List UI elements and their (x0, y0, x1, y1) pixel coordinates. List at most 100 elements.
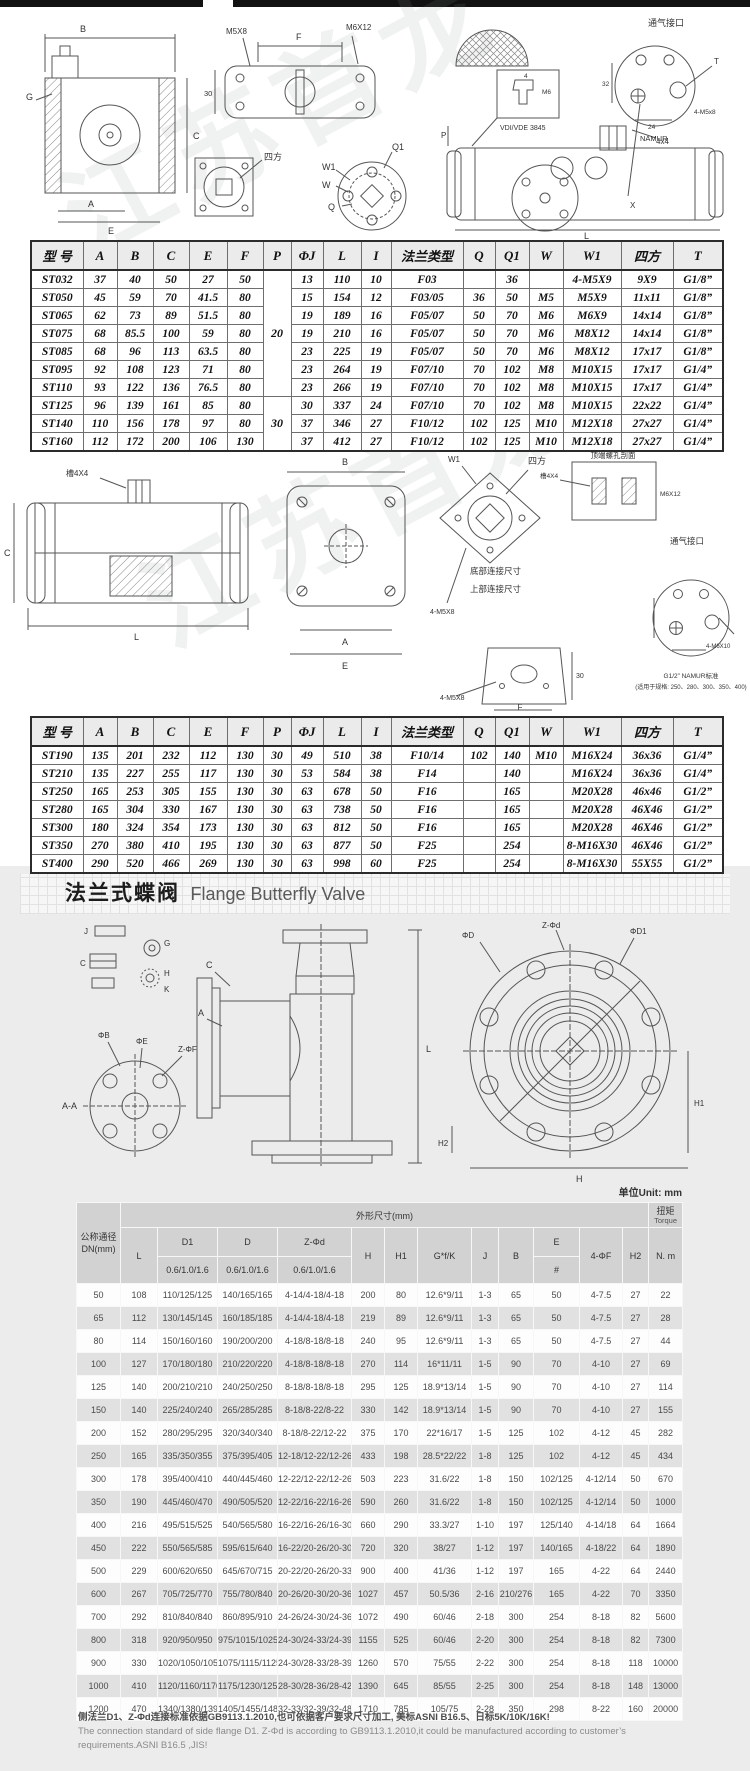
table-cell: 89 (152, 306, 190, 325)
table-cell: 200/210/210 (157, 1375, 218, 1399)
table-cell: 600/620/650 (157, 1559, 218, 1583)
table-cell: 27 (360, 414, 392, 433)
table-cell: 96 (116, 342, 154, 361)
table-cell: ST065 (30, 306, 84, 325)
table-cell: M16X24 (562, 764, 622, 783)
table-cell: 22 (648, 1283, 684, 1307)
table-cell: 350 (498, 1697, 534, 1721)
table-cell: 320/340/340 (217, 1421, 278, 1445)
table-cell: 1020/1050/1050 (157, 1651, 218, 1675)
table-cell: 222 (120, 1536, 158, 1560)
table-cell: F07/10 (390, 360, 464, 379)
table-cell: 4-14/18 (579, 1513, 623, 1537)
table-cell: 200 (152, 432, 190, 452)
table-cell: 4-18/8-18/8-18 (277, 1352, 352, 1376)
table-cell: 232 (152, 745, 190, 765)
table-cell: 180 (82, 818, 118, 837)
header-cell: W1 (562, 716, 622, 747)
table-cell: 130 (226, 854, 264, 874)
table-cell: 100 (152, 324, 190, 343)
table-cell: 114 (384, 1352, 418, 1376)
table-cell: 860/895/910 (217, 1605, 278, 1629)
table-cell: 16*11/11 (417, 1352, 472, 1376)
table-cell: 8-22 (579, 1697, 623, 1721)
table-cell: 254 (533, 1651, 580, 1675)
table-cell: F16 (390, 818, 464, 837)
table-cell: 1075/1115/1125 (217, 1651, 278, 1675)
table-cell: 229 (120, 1559, 158, 1583)
label-phi-e: ΦE (136, 1037, 148, 1046)
table-cell: 550/565/585 (157, 1536, 218, 1560)
label-vdi-vde: VDI/VDE 3845 (500, 125, 546, 132)
table-cell: 50 (533, 1283, 580, 1307)
table-cell: 38 (360, 764, 392, 783)
table-cell: 700 (76, 1605, 121, 1629)
table-cell: 110/125/125 (157, 1283, 218, 1307)
table-cell: M12X18 (562, 432, 622, 452)
table-cell: 10 (360, 269, 392, 289)
table-cell: 80 (384, 1283, 418, 1307)
table-cell (528, 818, 564, 837)
dim-label-30: 30 (576, 673, 584, 680)
table-cell: 645 (384, 1674, 418, 1698)
table-cell: 4-14/4-18/4-18 (277, 1283, 352, 1307)
table-cell: 112 (82, 432, 118, 452)
table-cell: 70 (533, 1352, 580, 1376)
table-cell (528, 800, 564, 819)
table-cell: 165 (494, 782, 530, 801)
table-cell: G1/2” (672, 836, 724, 855)
dim-label-e: E (108, 226, 114, 236)
table-cell: 900 (351, 1559, 385, 1583)
side-view-drawing (446, 29, 724, 232)
table-cell: 20000 (648, 1697, 684, 1721)
table-cell: 150/160/160 (157, 1329, 218, 1353)
table-cell: 645/670/715 (217, 1559, 278, 1583)
table-cell: 92 (82, 360, 118, 379)
unit-note: 单位Unit: mm (618, 1188, 682, 1199)
table-cell: 173 (188, 818, 228, 837)
table-cell: 65 (76, 1306, 121, 1330)
part-label-j: J (84, 927, 88, 936)
header-cell: W1 (562, 240, 622, 271)
table-cell: 154 (322, 288, 362, 307)
table-cell: 1-8 (471, 1467, 499, 1491)
table-cell: G1/8” (672, 269, 724, 289)
table-cell: 122 (116, 378, 154, 397)
table-cell: F10/12 (390, 432, 464, 452)
header-cell: Q1 (494, 716, 530, 747)
table-cell: 96 (82, 396, 118, 415)
dim-label-g: G (26, 92, 33, 102)
table-cell: 63 (290, 818, 324, 837)
table-cell: 12-22/12-22/12-26 (277, 1467, 352, 1491)
table-cell: 254 (494, 854, 530, 874)
table-cell: 31.6/22 (417, 1467, 472, 1491)
table-cell: 60/46 (417, 1628, 472, 1652)
table-cell: 30 (262, 800, 292, 819)
table-cell: 800 (76, 1628, 121, 1652)
header-cell: ΦJ (290, 716, 324, 747)
table-cell: 170/180/180 (157, 1352, 218, 1376)
table-cell: 1175/1230/1255 (217, 1674, 278, 1698)
table-cell: 1405/1455/1485 (217, 1697, 278, 1721)
label-vent-port: 通气接口 (648, 17, 684, 28)
header-cell: P (262, 716, 292, 747)
table-cell: M20X28 (562, 818, 622, 837)
table-cell: 45 (621, 1444, 650, 1468)
table-cell: 50 (76, 1283, 121, 1307)
label-namur: NAMUR (640, 134, 668, 143)
table-cell: 400 (384, 1559, 418, 1583)
table-cell: 30 (262, 854, 292, 874)
table-cell: F16 (390, 800, 464, 819)
top-thread-section-detail (559, 461, 657, 521)
table-cell: 37 (290, 414, 324, 433)
table-cell: 16 (360, 306, 392, 325)
table-cell: 80 (226, 414, 264, 433)
header-cell-pn-d1: 0.6/1.0/1.6 (157, 1256, 218, 1284)
table-cell: 1-5 (471, 1398, 499, 1422)
table-cell: G1/4” (672, 396, 724, 415)
table-cell: 130 (226, 836, 264, 855)
table-cell: 70 (494, 342, 530, 361)
table-cell: 30 (262, 836, 292, 855)
